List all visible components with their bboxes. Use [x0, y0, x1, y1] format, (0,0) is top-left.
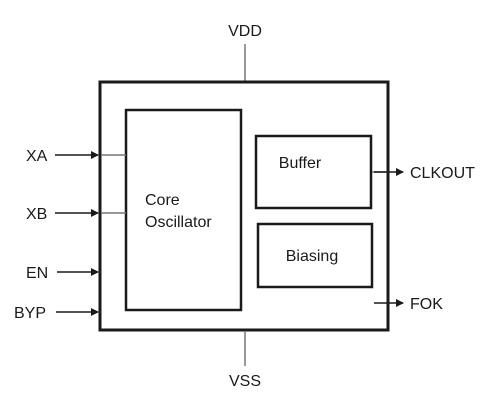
core-oscillator-block — [124, 108, 243, 312]
chip-outline — [98, 80, 390, 332]
xa-label: XA — [26, 148, 48, 165]
buffer-block — [254, 134, 373, 210]
clkout-label: CLKOUT — [410, 165, 475, 182]
en-label: EN — [26, 265, 48, 282]
core-oscillator-label-line1: Core — [145, 192, 180, 209]
biasing-label: Biasing — [286, 248, 338, 265]
fok-label: FOK — [410, 296, 443, 313]
xb-label: XB — [26, 206, 47, 223]
byp-label: BYP — [14, 305, 46, 322]
buffer-label: Buffer — [279, 155, 322, 172]
core-oscillator-label-line2: Oscillator — [145, 214, 212, 231]
biasing-block — [256, 222, 374, 289]
vss-label: VSS — [229, 373, 261, 390]
vdd-label: VDD — [228, 23, 262, 40]
